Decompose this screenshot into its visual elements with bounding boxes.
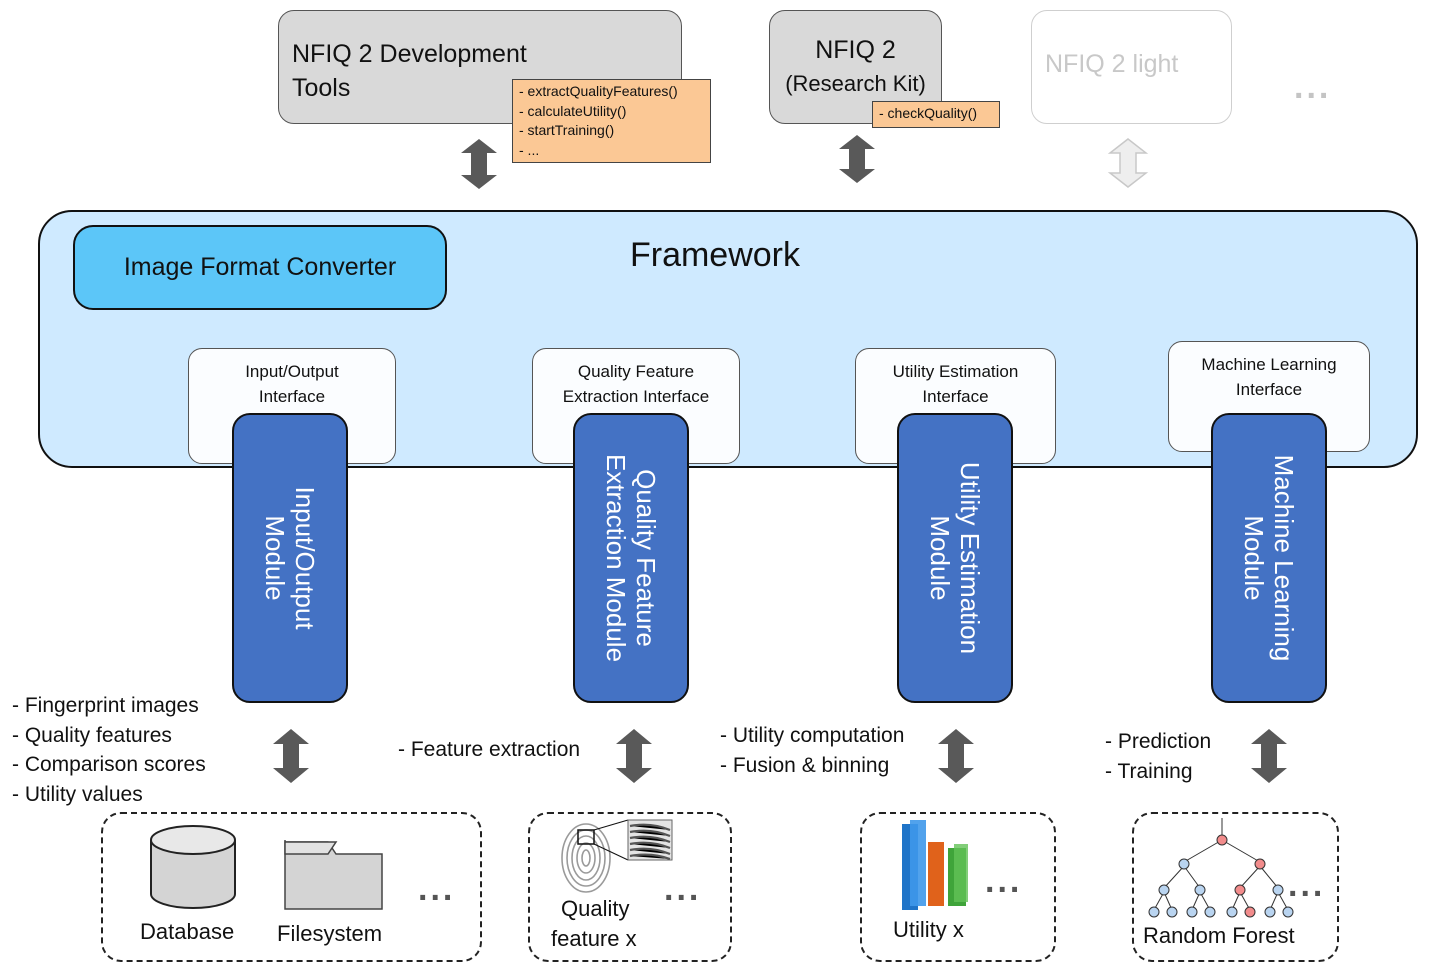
utility-estimation-module-line1: Utility Estimation <box>955 461 985 655</box>
io-module-label: Input/Output Module <box>260 486 320 629</box>
utility-estimation-interface-line1: Utility Estimation <box>892 362 1019 381</box>
quality-feature-label-line2: feature x <box>551 926 637 951</box>
image-format-converter-label: Image Format Converter <box>123 253 397 281</box>
double-arrow-icon <box>616 729 652 783</box>
tools-more-ellipsis: ... <box>1294 68 1332 106</box>
database-label: Database <box>140 919 235 944</box>
research-kit-title-line2: (Research Kit) <box>785 71 926 96</box>
io-interface-line2: Interface <box>258 387 326 406</box>
io-module-line1: Input/Output <box>290 486 320 630</box>
machine-learning-module-line2: Module <box>1239 515 1269 601</box>
research-kit-title-line1: NFIQ 2 <box>815 36 896 64</box>
double-arrow-icon <box>1251 729 1287 783</box>
io-desc-item: - Fingerprint images <box>12 694 199 717</box>
double-arrow-icon <box>461 139 497 189</box>
double-arrow-icon <box>938 729 974 783</box>
method-item: - ... <box>519 141 540 158</box>
machine-learning-interface-line2: Interface <box>1235 380 1303 399</box>
quality-feature-module: Quality Feature Extraction Module <box>573 413 689 703</box>
quality-feature-module-label: Quality Feature Extraction Module <box>601 454 661 662</box>
quality-feature-module-line2: Extraction Module <box>601 453 631 663</box>
machine-learning-module: Machine Learning Module <box>1211 413 1327 703</box>
utility-estimation-module-line2: Module <box>925 515 955 601</box>
quality-feature-interface-line1: Quality Feature <box>577 362 695 381</box>
nfiq-light-title: NFIQ 2 light <box>1045 50 1179 78</box>
double-arrow-icon <box>839 135 875 183</box>
nfiq-light-box: NFIQ 2 light <box>1031 10 1232 124</box>
utility-estimation-module-label: Utility Estimation Module <box>925 462 985 654</box>
quality-feature-interface-line2: Extraction Interface <box>562 387 710 406</box>
ml-desc-item: - Prediction <box>1105 730 1212 753</box>
ue-descriptions: - Utility computation - Fusion & binning <box>720 721 904 780</box>
research-kit-method: - checkQuality() <box>872 101 1000 128</box>
utility-estimation-interface-line2: Interface <box>922 387 989 406</box>
qf-desc-item: - Feature extraction <box>398 738 581 761</box>
filesystem-label: Filesystem <box>277 921 383 946</box>
folder-icon <box>284 840 383 910</box>
utility-estimation-module: Utility Estimation Module <box>897 413 1013 703</box>
dev-tools-title-line1: NFIQ 2 Development <box>292 40 527 68</box>
utility-more-ellipsis: ... <box>985 862 1023 900</box>
quality-feature-label-line1: Quality <box>561 896 630 921</box>
io-module-line2: Module <box>260 515 290 601</box>
dev-tools-title-line2: Tools <box>292 74 351 102</box>
method-item: - startTraining() <box>519 122 615 138</box>
bar-chart-icon <box>902 820 968 910</box>
io-interface-line1: Input/Output <box>245 362 339 381</box>
io-desc-item: - Utility values <box>12 782 143 806</box>
utility-label: Utility x <box>893 917 964 942</box>
tree-icon <box>1148 818 1294 918</box>
machine-learning-module-line1: Machine Learning <box>1269 454 1299 662</box>
io-desc-item: - Quality features <box>12 723 172 747</box>
ue-desc-item: - Fusion & binning <box>720 753 890 777</box>
machine-learning-module-label: Machine Learning Module <box>1239 455 1299 662</box>
store-more-ellipsis: ... <box>418 870 456 908</box>
ml-descriptions: - Prediction - Training <box>1105 727 1211 786</box>
double-arrow-icon <box>1107 138 1149 188</box>
fingerprint-icon <box>561 819 673 893</box>
ml-desc-item: - Training <box>1105 759 1193 783</box>
framework-title: Framework <box>629 236 801 274</box>
image-format-converter: Image Format Converter <box>73 225 447 310</box>
double-arrow-icon <box>273 729 309 783</box>
method-item: - extractQualityFeatures() <box>519 83 678 99</box>
machine-learning-interface-line1: Machine Learning <box>1201 355 1337 374</box>
quality-feature-module-line1: Quality Feature <box>631 469 661 647</box>
ue-desc-item: - Utility computation <box>720 724 905 747</box>
forest-more-ellipsis: ... <box>1288 866 1326 904</box>
io-module: Input/Output Module <box>232 413 348 703</box>
io-desc-item: - Comparison scores <box>12 753 206 776</box>
random-forest-label: Random Forest <box>1143 923 1295 948</box>
quality-more-ellipsis: ... <box>664 870 702 908</box>
database-icon <box>150 825 236 909</box>
dev-tools-box: NFIQ 2 Development Tools <box>278 10 682 124</box>
io-descriptions: - Fingerprint images - Quality features … <box>12 691 206 809</box>
method-item: - calculateUtility() <box>519 102 627 119</box>
dev-tools-methods: - extractQualityFeatures() - calculateUt… <box>512 79 711 163</box>
qf-descriptions: - Feature extraction <box>398 735 580 765</box>
